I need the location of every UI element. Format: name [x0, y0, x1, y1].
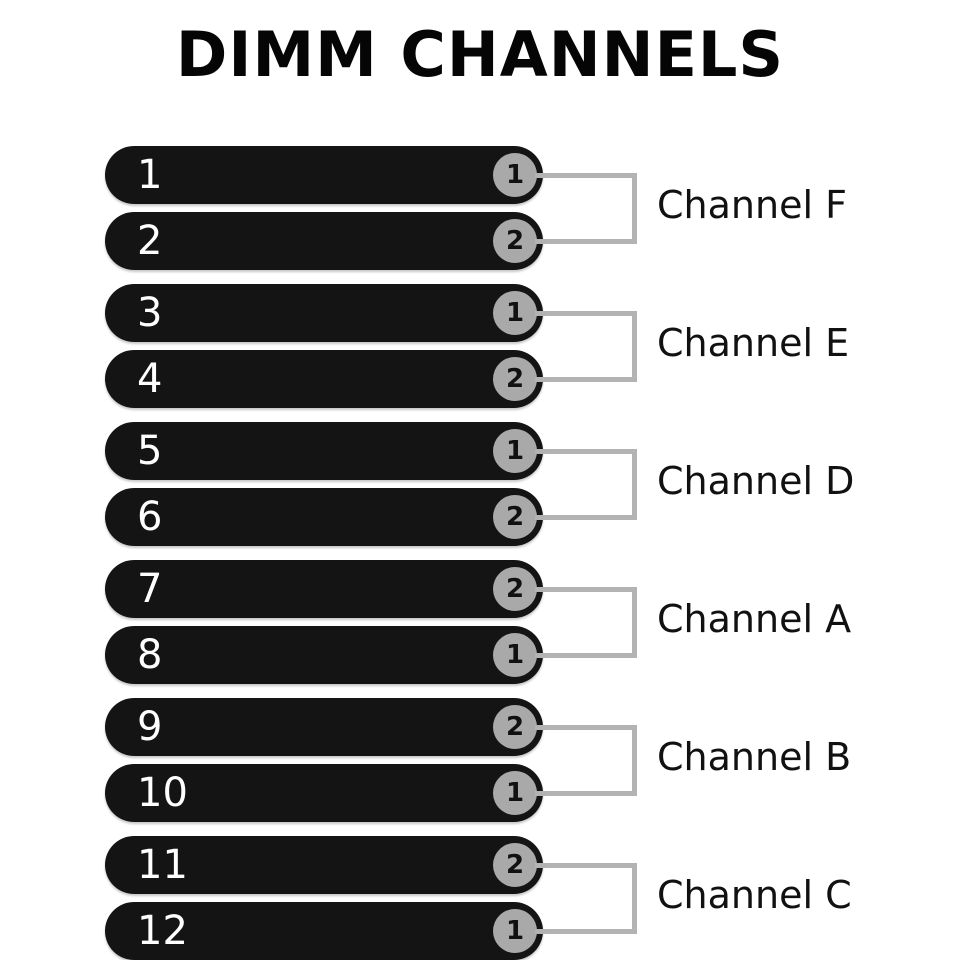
dimm-slot-5[interactable]: 5	[105, 422, 543, 480]
dimm-slot-number: 1	[137, 152, 163, 198]
rank-badge-slot-1: 1	[493, 153, 537, 197]
channel-bracket-channel-a	[535, 586, 637, 658]
dimm-slot-4[interactable]: 4	[105, 350, 543, 408]
channel-bracket-channel-b	[535, 724, 637, 796]
channel-label-channel-a: Channel A	[657, 597, 852, 641]
channel-label-channel-b: Channel B	[657, 735, 852, 779]
dimm-slot-3[interactable]: 3	[105, 284, 543, 342]
dimm-slot-number: 11	[137, 842, 188, 888]
page-title: DIMM CHANNELS	[175, 18, 785, 91]
channel-bracket-channel-e	[535, 310, 637, 382]
dimm-slot-number: 7	[137, 566, 163, 612]
rank-badge-slot-2: 2	[493, 219, 537, 263]
rank-badge-slot-4: 2	[493, 357, 537, 401]
dimm-slot-number: 9	[137, 704, 163, 750]
dimm-slot-8[interactable]: 8	[105, 626, 543, 684]
dimm-slot-number: 2	[137, 218, 163, 264]
rank-badge-slot-10: 1	[493, 771, 537, 815]
rank-badge-slot-12: 1	[493, 909, 537, 953]
dimm-slot-number: 4	[137, 356, 163, 402]
dimm-slot-9[interactable]: 9	[105, 698, 543, 756]
rank-badge-slot-8: 1	[493, 633, 537, 677]
dimm-slot-10[interactable]: 10	[105, 764, 543, 822]
rank-badge-slot-3: 1	[493, 291, 537, 335]
rank-badge-slot-11: 2	[493, 843, 537, 887]
channel-bracket-channel-f	[535, 172, 637, 244]
dimm-slot-number: 5	[137, 428, 163, 474]
dimm-slot-number: 3	[137, 290, 163, 336]
channel-bracket-channel-d	[535, 448, 637, 520]
dimm-slot-number: 12	[137, 908, 188, 954]
rank-badge-slot-7: 2	[493, 567, 537, 611]
rank-badge-slot-5: 1	[493, 429, 537, 473]
dimm-slot-6[interactable]: 6	[105, 488, 543, 546]
rank-badge-slot-9: 2	[493, 705, 537, 749]
rank-badge-slot-6: 2	[493, 495, 537, 539]
channel-label-channel-f: Channel F	[657, 183, 847, 227]
channel-bracket-channel-c	[535, 862, 637, 934]
channel-label-channel-c: Channel C	[657, 873, 852, 917]
dimm-slot-12[interactable]: 12	[105, 902, 543, 960]
dimm-slot-number: 6	[137, 494, 163, 540]
dimm-slot-2[interactable]: 2	[105, 212, 543, 270]
dimm-slot-1[interactable]: 1	[105, 146, 543, 204]
channel-label-channel-d: Channel D	[657, 459, 855, 503]
dimm-slot-11[interactable]: 11	[105, 836, 543, 894]
dimm-slot-number: 10	[137, 770, 188, 816]
dimm-slot-7[interactable]: 7	[105, 560, 543, 618]
channel-label-channel-e: Channel E	[657, 321, 850, 365]
dimm-slot-number: 8	[137, 632, 163, 678]
